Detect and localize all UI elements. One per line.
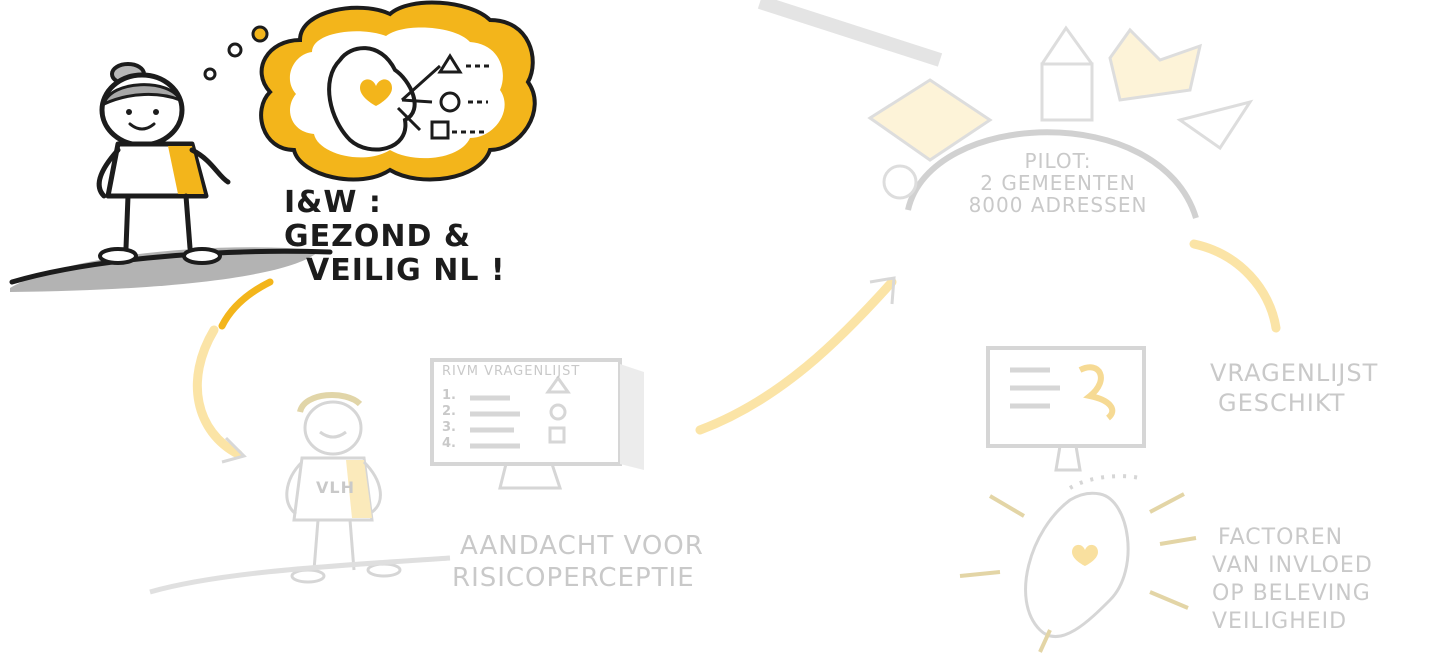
ministry-line-2: GEZOND &: [284, 220, 506, 254]
questionnaire-item: 4.: [442, 436, 456, 452]
questionnaire-item: 3.: [442, 420, 456, 436]
pilot-line-2: 2 GEMEENTEN: [958, 172, 1158, 194]
vlh-figure: [150, 395, 450, 592]
thought-cloud: [261, 3, 535, 180]
factors-line-1: FACTOREN: [1212, 524, 1373, 552]
flow-arrow-2: [700, 282, 892, 430]
ministry-line-1: I&W :: [284, 186, 506, 220]
risk-note-line-1: AANDACHT VOOR: [452, 530, 704, 562]
questionnaire-items: 1. 2. 3. 4.: [442, 388, 456, 452]
pilot-note: PILOT: 2 GEMEENTEN 8000 ADRESSEN: [958, 150, 1158, 216]
factors-line-4: VEILIGHEID: [1212, 608, 1373, 636]
result-note: VRAGENLIJST GESCHIKT: [1210, 358, 1378, 418]
factors-line-2: VAN INVLOED: [1212, 552, 1373, 580]
pilot-line-1: PILOT:: [958, 150, 1158, 172]
person-badge: VLH: [316, 478, 355, 497]
woman-figure: [99, 64, 228, 263]
factors-line-3: OP BELEVING: [1212, 580, 1373, 608]
risk-note-line-2: RISICOPERCEPTIE: [452, 562, 704, 594]
questionnaire-monitor: [432, 360, 644, 488]
ministry-statement: I&W : GEZOND & VEILIG NL !: [284, 186, 506, 288]
pilot-line-3: 8000 ADRESSEN: [958, 194, 1158, 216]
questionnaire-item: 2.: [442, 404, 456, 420]
risk-note: AANDACHT VOOR RISICOPERCEPTIE: [452, 530, 704, 594]
factors-note: FACTOREN VAN INVLOED OP BELEVING VEILIGH…: [1212, 524, 1373, 636]
influence-figure: [960, 476, 1196, 652]
flow-arrow-1: [197, 330, 238, 454]
result-monitor: [988, 348, 1144, 470]
questionnaire-item: 1.: [442, 388, 456, 404]
questionnaire-title: RIVM VRAGENLIJST: [442, 364, 580, 379]
result-line-2: GESCHIKT: [1210, 388, 1378, 418]
flow-arrow-3: [1194, 244, 1276, 328]
result-line-1: VRAGENLIJST: [1210, 358, 1378, 388]
ministry-line-3: VEILIG NL !: [284, 254, 506, 288]
flow-arrow-1-start: [222, 282, 270, 326]
